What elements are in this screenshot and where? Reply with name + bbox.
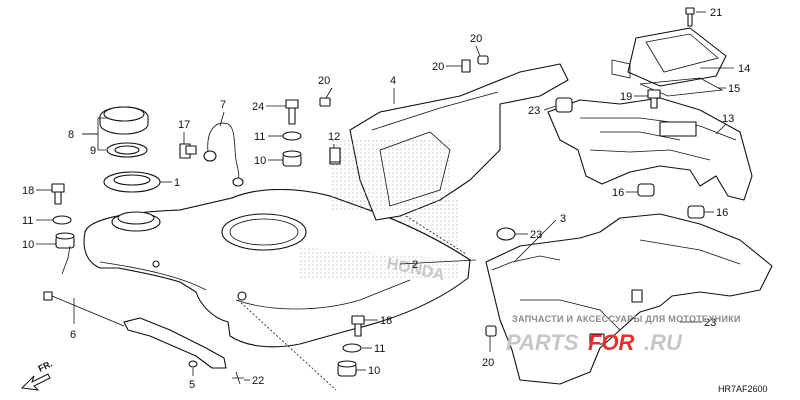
callout-23: 23 (704, 317, 716, 329)
callout-18: 18 (380, 315, 392, 327)
bolt-20a (319, 97, 331, 107)
callout-24: 24 (252, 101, 264, 113)
bolt-20b (461, 55, 489, 73)
callout-2: 2 (412, 259, 418, 271)
diagram-code: HR7AF2600 (718, 384, 768, 394)
grommet-23b (496, 227, 516, 241)
callout-10: 10 (22, 239, 34, 251)
strap-5 (123, 317, 227, 369)
grommet-10c (337, 360, 357, 377)
callout-23: 23 (530, 229, 542, 241)
callout-20: 20 (482, 357, 494, 369)
leader-lines (36, 11, 734, 391)
callout-1: 1 (174, 177, 180, 189)
callout-4: 4 (390, 75, 396, 87)
callout-9: 9 (90, 145, 96, 157)
callout-5: 5 (189, 379, 195, 391)
bolt-18a (51, 183, 65, 205)
grommet-23a (555, 97, 573, 113)
callout-11: 11 (254, 131, 265, 143)
callout-6: 6 (70, 329, 76, 341)
bolt-20d (485, 325, 497, 337)
grommet-16a (637, 183, 655, 197)
callout-11: 11 (374, 343, 385, 355)
seal-9 (106, 142, 148, 158)
hose-7 (203, 122, 244, 187)
bracket-13 (547, 97, 753, 201)
callout-14: 14 (738, 63, 750, 75)
callout-21: 21 (710, 7, 722, 19)
bolt-6 (43, 291, 125, 327)
callout-11: 11 (22, 215, 33, 227)
callout-18: 18 (22, 185, 34, 197)
ring-1 (103, 171, 161, 193)
callout-8: 8 (68, 129, 74, 141)
callout-13: 13 (722, 113, 734, 125)
screw-21 (685, 7, 695, 27)
bolt-24 (285, 99, 299, 125)
fuel-cap-8 (99, 106, 149, 135)
sensor-17 (179, 143, 197, 159)
callout-3: 3 (560, 213, 566, 225)
callout-10: 10 (368, 365, 380, 377)
collar-11b (52, 215, 72, 225)
callout-22: 22 (252, 375, 264, 387)
grommet-10a (282, 150, 302, 167)
callout-12: 12 (328, 131, 340, 143)
front-label: FR. (36, 358, 53, 373)
watermark: ЗАПЧАСТИ И АКСЕССУАРЫ ДЛЯ МОТОТЕХНИКИ PA… (506, 314, 741, 355)
watermark-tagline: ЗАПЧАСТИ И АКСЕССУАРЫ ДЛЯ МОТОТЕХНИКИ (512, 314, 741, 324)
watermark-brand-for: FOR (588, 330, 635, 355)
clip-22 (232, 371, 244, 385)
fuel-tank: HONDA (83, 189, 471, 348)
callout-15: 15 (728, 83, 740, 95)
bolt-19 (647, 89, 661, 109)
callout-16: 16 (612, 187, 624, 199)
callout-7: 7 (220, 99, 226, 111)
callout-10: 10 (254, 155, 266, 167)
front-arrow: FR. (20, 358, 54, 391)
callout-19: 19 (620, 91, 632, 103)
collar-11a (282, 131, 302, 141)
callout-16: 16 (716, 207, 728, 219)
callout-20: 20 (432, 61, 444, 73)
grommet-16b (687, 205, 705, 219)
clip-12 (329, 147, 341, 163)
callout-17: 17 (178, 119, 190, 131)
under-cover-3 (485, 213, 773, 385)
watermark-brand-parts: PARTS (506, 330, 579, 355)
watermark-brand-ru: .RU (644, 330, 683, 355)
grommet-10b (55, 232, 75, 249)
collar-11c (342, 343, 362, 353)
callout-numbers: 21 20 20 20 14 15 4 7 24 19 23 8 17 11 1… (22, 7, 750, 391)
callout-20: 20 (318, 75, 330, 87)
callout-23: 23 (528, 105, 540, 117)
callout-20: 20 (470, 33, 482, 45)
bracket-4 (329, 63, 569, 221)
cover-14 (611, 27, 727, 97)
